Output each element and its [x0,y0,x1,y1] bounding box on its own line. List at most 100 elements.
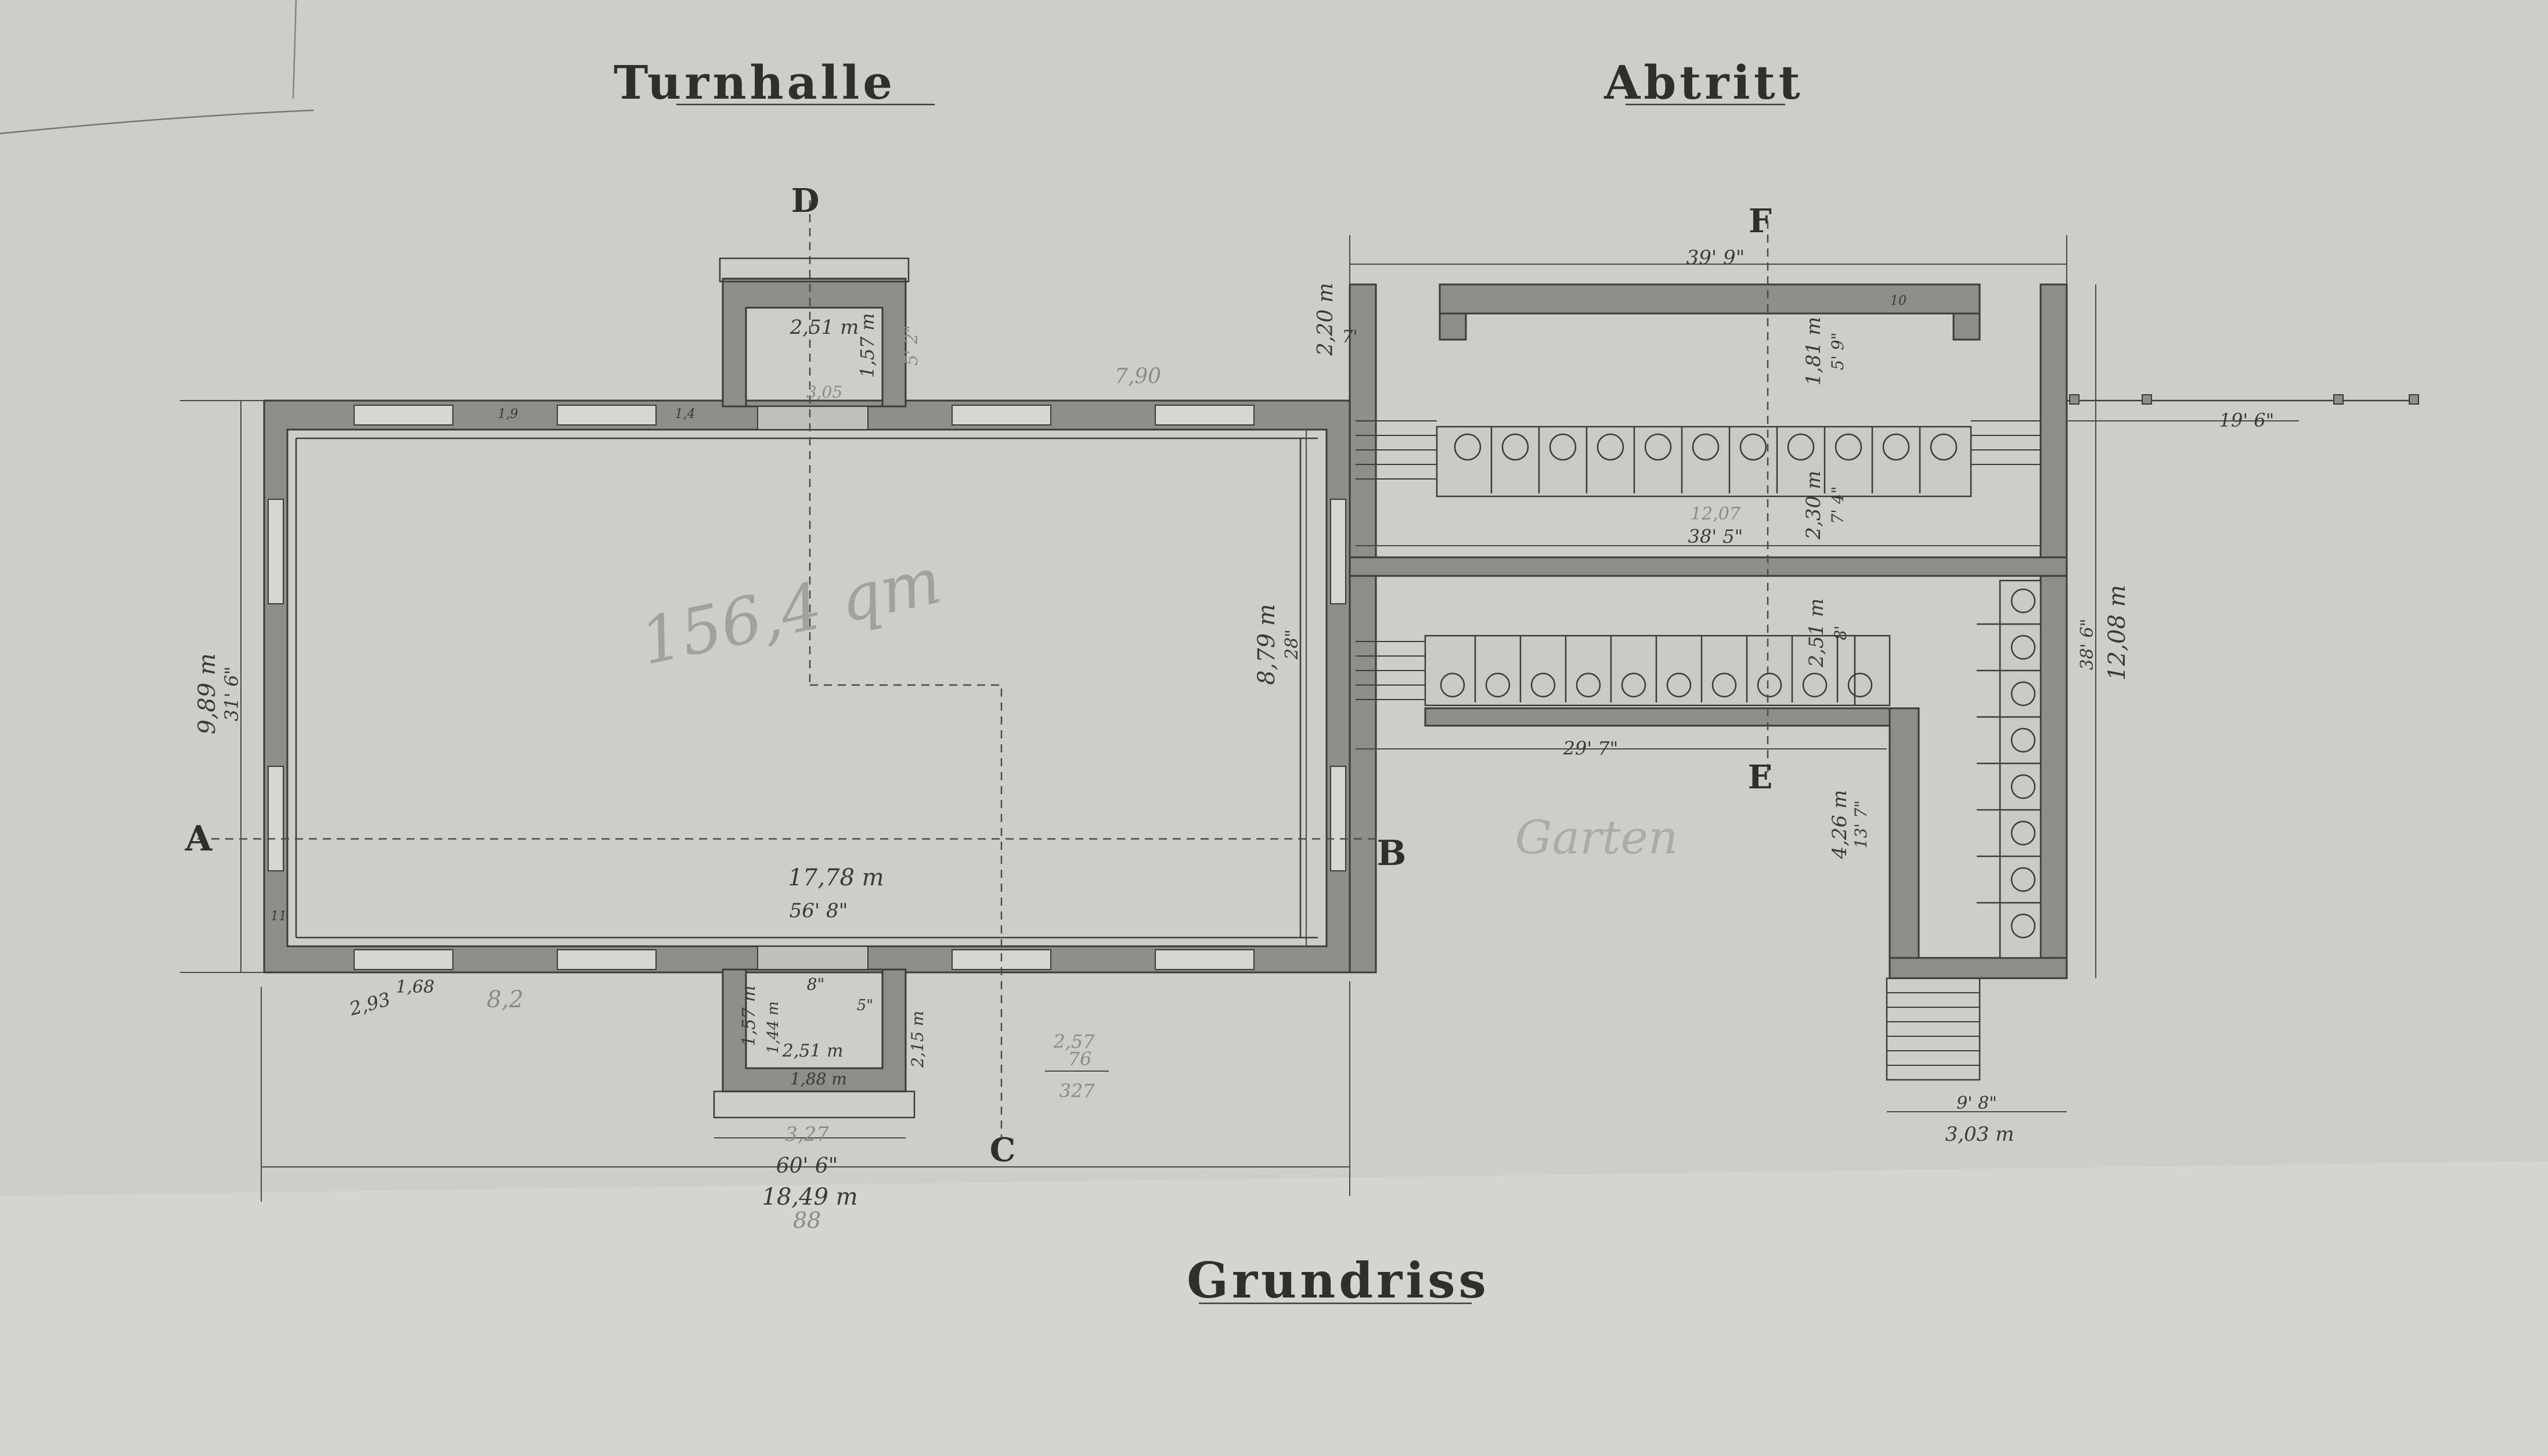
dim-yard-m: 4,26 m [1828,790,1851,860]
toilet-bowl-icon [1666,672,1692,698]
toilet-north-wall [1439,283,1981,315]
dim-hall-depth-ft: 28" [1282,629,1302,660]
toilet-building [1349,283,2419,1081]
dim-toilet-offset-ft: 7' [1342,327,1357,347]
window-north-2 [557,405,657,426]
lower-stall-frame [1424,635,1856,707]
dim-row-note: 12,07 [1691,504,1741,524]
dim-stall-depth-m: 1,81 m [1802,317,1825,386]
dim-south-width: 2,51 m [782,1041,844,1061]
toilet-north-pier-left [1439,312,1467,341]
toilet-west-wall [1349,283,1377,974]
toilet-bowl-icon [2010,588,2036,614]
dim-window-b: 1,68 [396,977,435,997]
dim-stair-width-m: 3,03 m [1945,1123,2014,1146]
pencil-stroke [0,109,314,135]
toilet-north-pier-right [1952,312,1981,341]
toilet-bowl-icon [2010,635,2036,660]
toilet-lower-return-wall [1889,707,1920,979]
toilet-bowl-icon [1692,433,1720,461]
upper-east-steps [1971,420,2041,465]
dim-window-note: 8,2 [486,986,524,1013]
dim-corridor-m: 2,30 m [1802,471,1825,540]
toilet-bowl-icon [1530,672,1556,698]
dim-total-width-m: 18,49 m [762,1184,857,1210]
toilet-bowl-icon [1847,672,1873,698]
east-stall-partitions [1977,623,2041,904]
toilet-bowl-icon [1501,433,1529,461]
dim-lower-row: 29' 7" [1563,737,1619,759]
dim-south-side: 2,15 m [908,1011,927,1068]
calc-a: 2,57 [1053,1030,1095,1053]
north-door [757,406,868,430]
dimension-lines [180,235,2299,1202]
east-stall-column [1977,579,2042,959]
toilet-bowl-icon [2010,681,2036,707]
toilet-bowl-icon [2010,727,2036,753]
toilet-bowl-icon [2010,820,2036,846]
toilet-bowl-icon [1621,672,1646,698]
dim-south-depth: 1,57 m [739,986,759,1047]
toilet-bowl-icon [1576,672,1601,698]
toilet-middle-wall [1349,556,2068,577]
dim-vestibule-width: 2,51 m [790,316,859,339]
toilet-bowl-icon [1739,433,1767,461]
toilet-bowl-icon [1835,433,1862,461]
section-mark-a: A [185,819,216,859]
east-stall-frame [1999,579,2042,959]
upper-stall-partitions [1490,427,1921,493]
dim-south-inner: 1,88 m [790,1069,847,1089]
gym-building [263,257,1351,1119]
dim-wall-gap: 7,90 [1115,365,1161,388]
toilet-bowl-icon [2010,774,2036,799]
dim-total-width-note: 88 [793,1208,821,1233]
dim-yard-ft: 13' 7" [1851,801,1871,849]
dim-hall-depth-m: 8,79 m [1253,604,1280,685]
dim-toilet-offset-m: 2,20 m [1314,283,1338,356]
south-stair-outline [1886,977,1981,1081]
window-south-4 [1155,949,1255,970]
dim-hall-width-m: 17,78 m [788,864,884,891]
south-door [757,946,868,970]
dim-vestibule-height: 5' 2" [902,325,922,366]
lower-stall-partitions [1474,636,1839,702]
window-west-1 [268,499,284,604]
garden-note: Garten [1515,810,1678,864]
title-plan: Grundriss [1187,1252,1490,1309]
dim-south-step: 8" [807,975,825,994]
toilet-bowl-icon [1787,433,1815,461]
pier-label: 11 [271,909,287,924]
title-toilet: Abtritt [1603,55,1803,110]
dim-fence-length: 19' 6" [2219,409,2275,431]
dim-south-note: 3,27 [785,1123,829,1146]
toilet-south-wall [1889,957,2068,979]
toilet-bowl-icon [2010,913,2036,939]
upper-entry-steps [1356,420,1437,480]
dim-south-step2: 5" [857,997,874,1014]
north-vestibule-step [719,257,910,283]
dim-vestibule-depth: 1,57 m [856,313,878,378]
title-gym: Turnhalle [614,55,896,110]
toilet-east-wall [2039,283,2068,979]
upper-stall-row [1436,426,1972,498]
dim-corridor-ft: 7' 4" [1828,486,1847,524]
window-south-2 [557,949,657,970]
toilet-bowl-icon [1757,672,1782,698]
toilet-lower-wall [1424,707,1920,727]
pier-label: 1,4 [675,407,695,421]
fence-post [2069,394,2080,405]
dim-gym-depth-ft: 31' 6" [221,666,243,722]
window-east-1 [1330,499,1346,604]
pier-label: 1,9 [498,407,518,421]
toilet-bowl-icon [2010,867,2036,892]
paper-light-patch [0,1161,2548,1456]
lower-entry-steps [1356,641,1425,700]
dim-row-length: 38' 5" [1688,525,1743,547]
section-mark-b: B [1377,833,1410,874]
lower-stall-row [1424,635,1891,707]
toilet-bowl-icon [1882,433,1910,461]
section-mark-e: E [1748,758,1776,797]
lower-stall-end [1854,635,1891,707]
toilet-bowl-icon [1802,672,1828,698]
